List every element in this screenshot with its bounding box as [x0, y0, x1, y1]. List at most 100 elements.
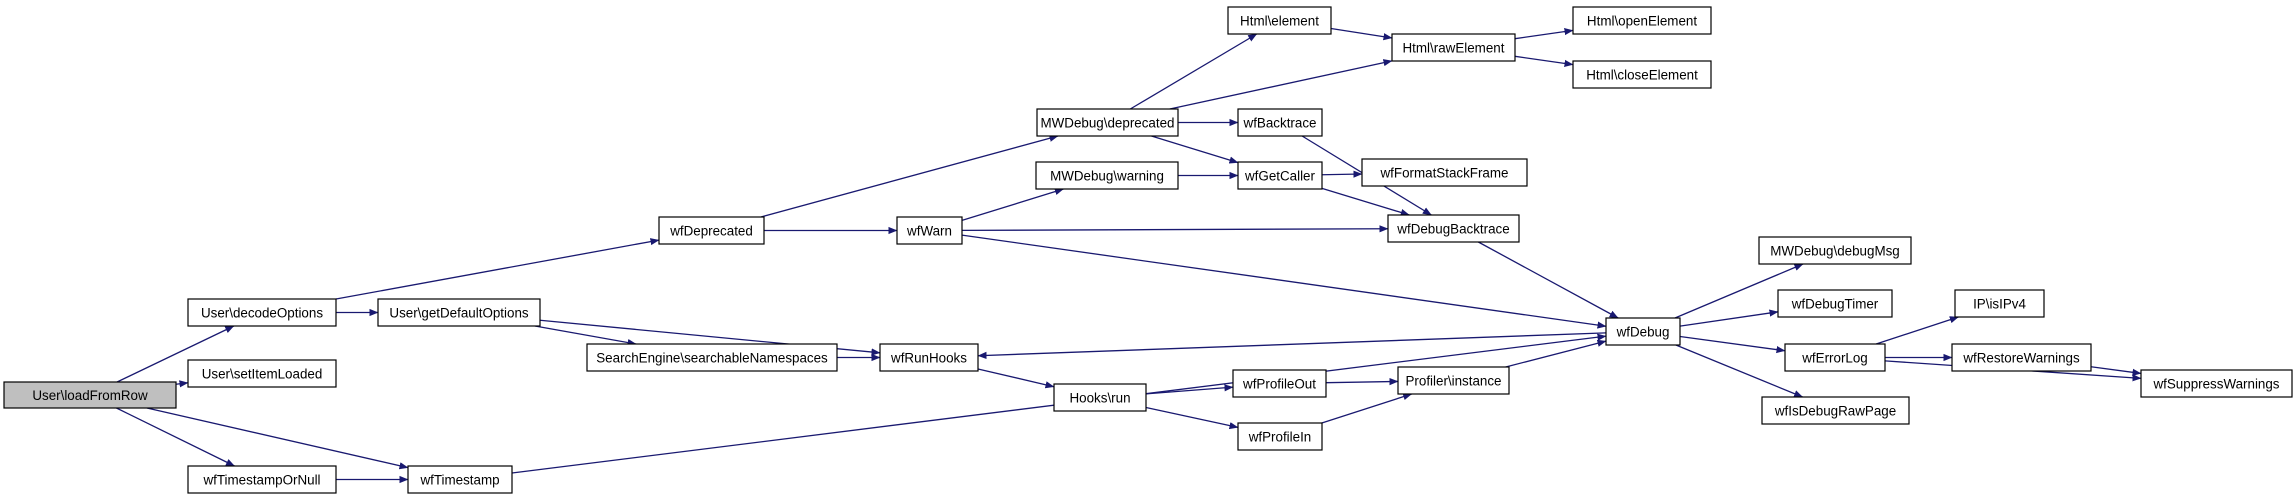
node-box: [407, 465, 513, 494]
edge-loadFromRow-to-wfTimestamp: [146, 407, 409, 470]
node-box: [1227, 6, 1332, 35]
edge-loadFromRow-to-decodeOptions: [116, 325, 235, 383]
node-hooksRun[interactable]: Hooks\run: [1053, 383, 1147, 412]
node-loadFromRow: User\loadFromRow: [3, 381, 177, 409]
node-box: [1053, 383, 1147, 412]
node-mwDeprecated[interactable]: MWDebug\deprecated: [1036, 108, 1179, 137]
node-box: [1361, 158, 1528, 187]
node-box: [879, 343, 979, 372]
node-wfRunHooks[interactable]: wfRunHooks: [879, 343, 979, 372]
node-setItemLoaded[interactable]: User\setItemLoaded: [187, 359, 337, 388]
node-label: wfDebugBacktrace: [1396, 221, 1509, 236]
node-label: wfDeprecated: [669, 223, 753, 238]
node-label: wfSuppressWarnings: [2152, 376, 2279, 391]
node-label: IP\isIPv4: [1973, 296, 2026, 311]
node-label: Profiler\instance: [1405, 373, 1501, 388]
edge-wfWarn-to-mwWarning: [961, 188, 1064, 222]
node-openElement[interactable]: Html\openElement: [1572, 6, 1712, 35]
node-wfProfileOut[interactable]: wfProfileOut: [1232, 369, 1327, 398]
node-box: [187, 298, 337, 327]
node-closeElement[interactable]: Html\closeElement: [1572, 60, 1712, 89]
node-wfRestoreWarnings[interactable]: wfRestoreWarnings: [1951, 343, 2092, 372]
edge-htmlElement-to-rawElement: [1330, 27, 1393, 41]
node-decodeOptions[interactable]: User\decodeOptions: [187, 298, 337, 327]
node-wfFormatStackFrame[interactable]: wfFormatStackFrame: [1361, 158, 1528, 187]
edges-layer: [116, 27, 2142, 484]
edge-wfRunHooks-to-hooksRun: [977, 368, 1055, 389]
node-profilerInstance[interactable]: Profiler\instance: [1397, 366, 1510, 395]
node-wfDebug[interactable]: wfDebug: [1605, 317, 1681, 346]
node-label: wfRunHooks: [890, 350, 967, 365]
node-htmlElement[interactable]: Html\element: [1227, 6, 1332, 35]
node-label: wfIsDebugRawPage: [1774, 403, 1896, 418]
node-label: wfTimestamp: [419, 472, 499, 487]
nodes-layer: User\loadFromRow User\decodeOptionsUser\s…: [3, 6, 2293, 494]
node-wfDeprecated[interactable]: wfDeprecated: [658, 216, 765, 245]
node-wfDebugBacktrace[interactable]: wfDebugBacktrace: [1387, 214, 1520, 243]
node-box: [1572, 6, 1712, 35]
edge-wfProfileOut-to-profilerInstance: [1325, 378, 1399, 386]
node-wfWarn[interactable]: wfWarn: [896, 216, 963, 245]
node-wfProfileIn[interactable]: wfProfileIn: [1237, 422, 1323, 451]
edge-wfDebug-to-wfIsDebugRawPage: [1675, 344, 1804, 398]
node-box: [1951, 343, 2092, 372]
node-label: Html\closeElement: [1586, 67, 1698, 82]
node-wfIsDebugRawPage[interactable]: wfIsDebugRawPage: [1761, 396, 1910, 425]
node-box: [1237, 161, 1323, 190]
node-box: [1232, 369, 1327, 398]
node-label: User\loadFromRow: [32, 388, 148, 403]
node-box: [1237, 108, 1323, 137]
edge-rawElement-to-closeElement: [1514, 55, 1574, 67]
node-label: wfDebugTimer: [1791, 296, 1879, 311]
node-wfDebugTimer[interactable]: wfDebugTimer: [1777, 289, 1893, 318]
node-box: [658, 216, 765, 245]
node-wfSuppressWarnings[interactable]: wfSuppressWarnings: [2140, 369, 2293, 398]
edge-wfDebug-to-wfErrorLog: [1679, 335, 1786, 354]
edge-wfWarn-to-wfDebug: [961, 234, 1607, 329]
edge-rawElement-to-openElement: [1514, 28, 1574, 40]
node-getDefaultOptions[interactable]: User\getDefaultOptions: [377, 298, 541, 327]
node-label: wfFormatStackFrame: [1380, 165, 1509, 180]
node-box: [1237, 422, 1323, 451]
node-label: Html\element: [1240, 13, 1319, 28]
node-label: wfProfileIn: [1248, 429, 1312, 444]
node-wfGetCaller[interactable]: wfGetCaller: [1237, 161, 1323, 190]
edge-mwDeprecated-to-wfGetCaller: [1151, 135, 1239, 164]
edge-hooksRun-to-wfProfileIn: [1145, 406, 1239, 430]
node-label: MWDebug\warning: [1050, 168, 1164, 183]
node-box: [1954, 289, 2045, 318]
edge-wfDeprecated-to-mwDeprecated: [760, 134, 1059, 218]
node-label: Hooks\run: [1069, 390, 1130, 405]
node-label: MWDebug\debugMsg: [1770, 243, 1900, 258]
node-box: [3, 381, 177, 409]
edge-wfRestoreWarnings-to-wfSuppressWarnings: [2090, 366, 2142, 376]
edge-wfDebugBacktrace-to-wfDebug: [1478, 241, 1619, 319]
node-box: [1572, 60, 1712, 89]
edge-mwDeprecated-to-htmlElement: [1129, 33, 1258, 110]
node-debugMsg[interactable]: MWDebug\debugMsg: [1758, 236, 1912, 265]
node-label: wfBacktrace: [1243, 115, 1317, 130]
node-wfErrorLog[interactable]: wfErrorLog: [1784, 343, 1886, 372]
edge-wfDebug-to-wfDebugTimer: [1679, 309, 1779, 327]
node-label: wfProfileOut: [1242, 376, 1316, 391]
edge-loadFromRow-to-wfTimestampOrNull: [116, 407, 235, 467]
edge-wfDebug-to-wfRunHooks: [977, 332, 1607, 360]
node-label: User\getDefaultOptions: [389, 305, 528, 320]
node-label: wfRestoreWarnings: [1962, 350, 2080, 365]
node-searchableNamespaces[interactable]: SearchEngine\searchableNamespaces: [586, 343, 838, 372]
edge-profilerInstance-to-wfDebug: [1505, 339, 1607, 368]
node-mwWarning[interactable]: MWDebug\warning: [1035, 161, 1179, 190]
node-label: Html\openElement: [1587, 13, 1697, 28]
node-wfTimestampOrNull[interactable]: wfTimestampOrNull: [187, 465, 337, 494]
node-box: [1387, 214, 1520, 243]
node-box: [586, 343, 838, 372]
node-wfTimestamp[interactable]: wfTimestamp: [407, 465, 513, 494]
node-wfBacktrace[interactable]: wfBacktrace: [1237, 108, 1323, 137]
node-label: wfGetCaller: [1244, 168, 1315, 183]
edge-decodeOptions-to-wfDeprecated: [335, 238, 660, 300]
node-box: [896, 216, 963, 245]
node-rawElement[interactable]: Html\rawElement: [1391, 33, 1516, 62]
node-isIPv4[interactable]: IP\isIPv4: [1954, 289, 2045, 318]
edge-wfDebug-to-debugMsg: [1674, 263, 1804, 319]
node-box: [377, 298, 541, 327]
